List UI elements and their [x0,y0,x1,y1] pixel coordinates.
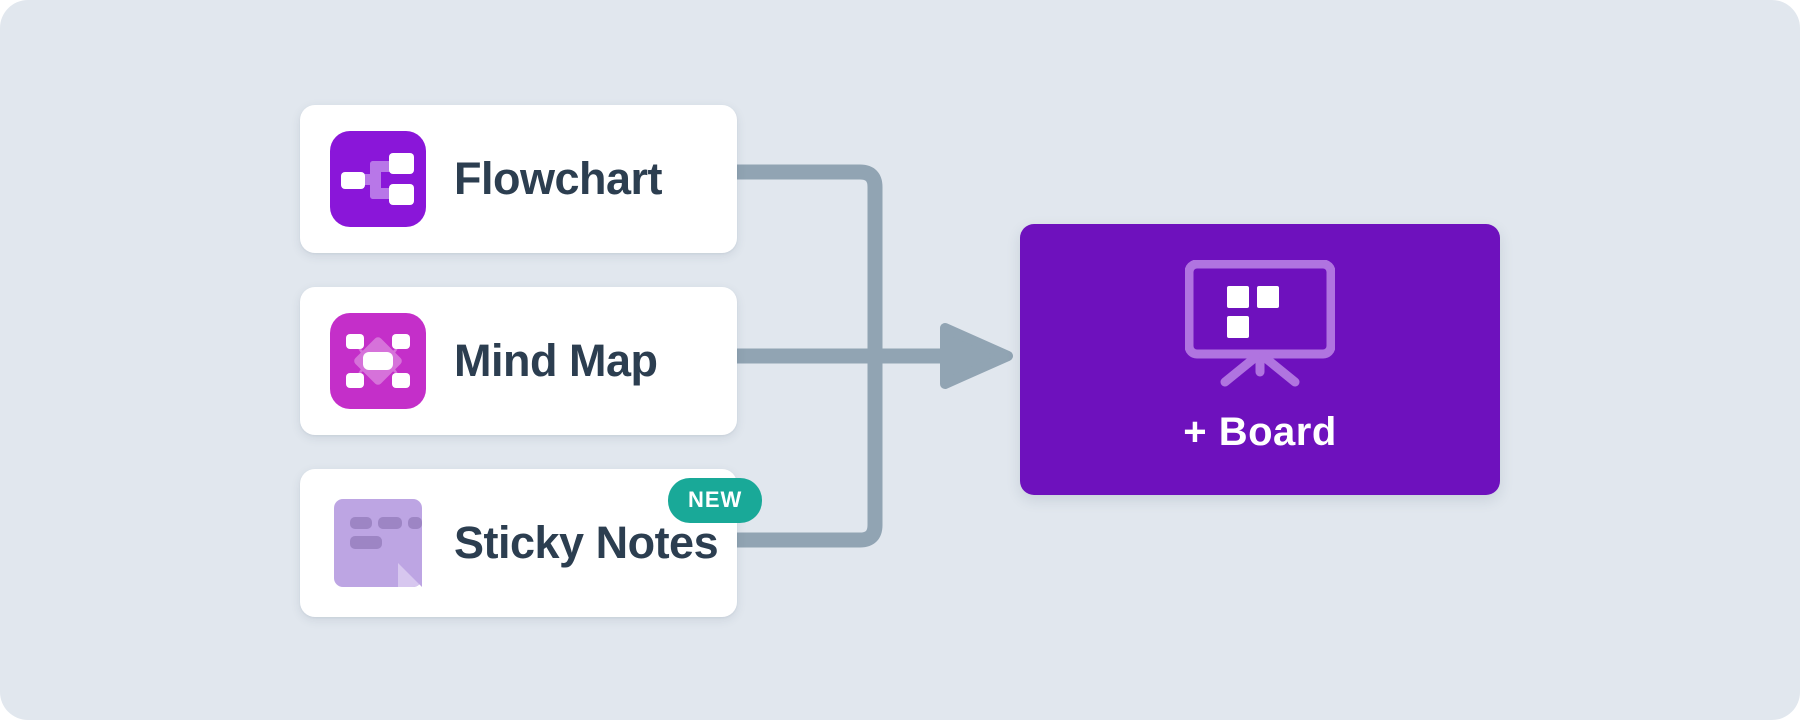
status-badge-new: NEW [668,478,763,523]
mind-map-icon [330,313,426,409]
option-label: Mind Map [454,335,658,386]
option-card-flowchart[interactable]: Flowchart [300,105,737,253]
sticky-notes-icon [330,495,426,591]
option-card-sticky-notes[interactable]: Sticky Notes [300,469,737,617]
create-board-button[interactable]: + Board [1020,224,1500,495]
option-label: Sticky Notes [454,517,719,568]
easel-board-icon [1184,259,1336,388]
option-card-mind-map[interactable]: Mind Map [300,287,737,435]
arrow-right-icon [940,323,1013,389]
option-label: Flowchart [454,153,663,204]
board-label: + Board [1183,410,1337,454]
flowchart-icon [330,131,426,227]
